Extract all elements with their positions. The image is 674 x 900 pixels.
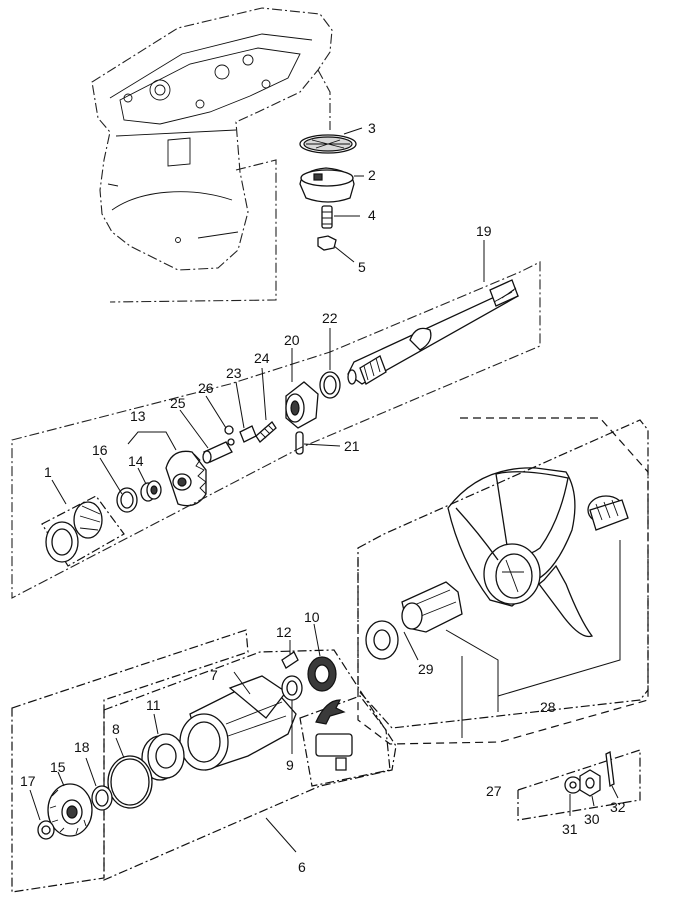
part-29-washer xyxy=(365,620,399,660)
part-10-oil-seal xyxy=(307,656,337,692)
callout-28: 28 xyxy=(540,699,556,715)
callout-6: 6 xyxy=(298,859,306,875)
callout-18: 18 xyxy=(74,739,90,755)
part-2-cap xyxy=(299,167,355,203)
part-31-washer xyxy=(564,776,582,794)
callout-1: 1 xyxy=(44,464,52,480)
callout-26: 26 xyxy=(198,380,214,396)
seal-installer-arrow xyxy=(315,699,353,771)
part-8-o-ring xyxy=(107,755,153,809)
callout-14: 14 xyxy=(128,453,144,469)
part-24-spring xyxy=(255,421,277,443)
callout-29: 29 xyxy=(418,661,434,677)
part-1-tapered-roller-bearing xyxy=(41,495,125,567)
part-30-nut xyxy=(579,769,601,797)
part-28-bushing xyxy=(587,495,629,531)
callout-19: 19 xyxy=(476,223,492,239)
part-5-screw xyxy=(317,235,337,251)
callout-2: 2 xyxy=(368,167,376,183)
part-29-spacer xyxy=(401,581,463,633)
part-32-cotter-pin xyxy=(605,751,615,787)
part-26-ball xyxy=(224,425,235,446)
part-4-pin xyxy=(321,205,333,229)
lower-unit-housing-outline xyxy=(91,7,333,303)
part-3-filter-screen xyxy=(299,134,357,154)
callout-9: 9 xyxy=(286,757,294,773)
callout-8: 8 xyxy=(112,721,120,737)
part-28-propeller xyxy=(447,467,594,638)
callout-15: 15 xyxy=(50,759,66,775)
part-21-cross-pin xyxy=(295,431,304,455)
callout-10: 10 xyxy=(304,609,320,625)
part-20-dog-clutch xyxy=(285,381,319,429)
callout-27: 27 xyxy=(486,783,502,799)
part-7-bearing-housing xyxy=(179,675,297,771)
callout-12: 12 xyxy=(276,624,292,640)
callout-24: 24 xyxy=(254,350,270,366)
callout-7: 7 xyxy=(210,667,218,683)
callout-30: 30 xyxy=(584,811,600,827)
callout-3: 3 xyxy=(368,120,376,136)
leader-lines xyxy=(29,127,619,853)
part-25-shift-plunger xyxy=(202,441,233,464)
callout-32: 32 xyxy=(610,799,626,815)
part-11-bearing xyxy=(141,733,185,781)
callout-labels: 3 2 4 5 19 22 20 24 23 26 25 13 21 16 14… xyxy=(20,120,626,875)
part-17-washer xyxy=(37,820,55,840)
callout-25: 25 xyxy=(170,395,186,411)
callout-31: 31 xyxy=(562,821,578,837)
part-22-spring-ring xyxy=(319,371,341,399)
part-18-shim xyxy=(91,785,113,811)
callout-4: 4 xyxy=(368,207,376,223)
callout-5: 5 xyxy=(358,259,366,275)
callout-22: 22 xyxy=(322,310,338,326)
callout-17: 17 xyxy=(20,773,36,789)
callout-23: 23 xyxy=(226,365,242,381)
part-19-propeller-shaft xyxy=(347,279,519,385)
callout-16: 16 xyxy=(92,442,108,458)
callout-13: 13 xyxy=(130,408,146,424)
part-13-forward-gear xyxy=(165,450,207,507)
part-14-bearing xyxy=(140,480,162,502)
part-12-bolt xyxy=(281,651,299,669)
part-15-reverse-gear xyxy=(47,783,93,837)
callout-20: 20 xyxy=(284,332,300,348)
callout-21: 21 xyxy=(344,438,360,454)
callout-11: 11 xyxy=(146,697,161,713)
part-9-needle-bearing xyxy=(281,675,303,701)
part-23-ball xyxy=(239,425,257,443)
